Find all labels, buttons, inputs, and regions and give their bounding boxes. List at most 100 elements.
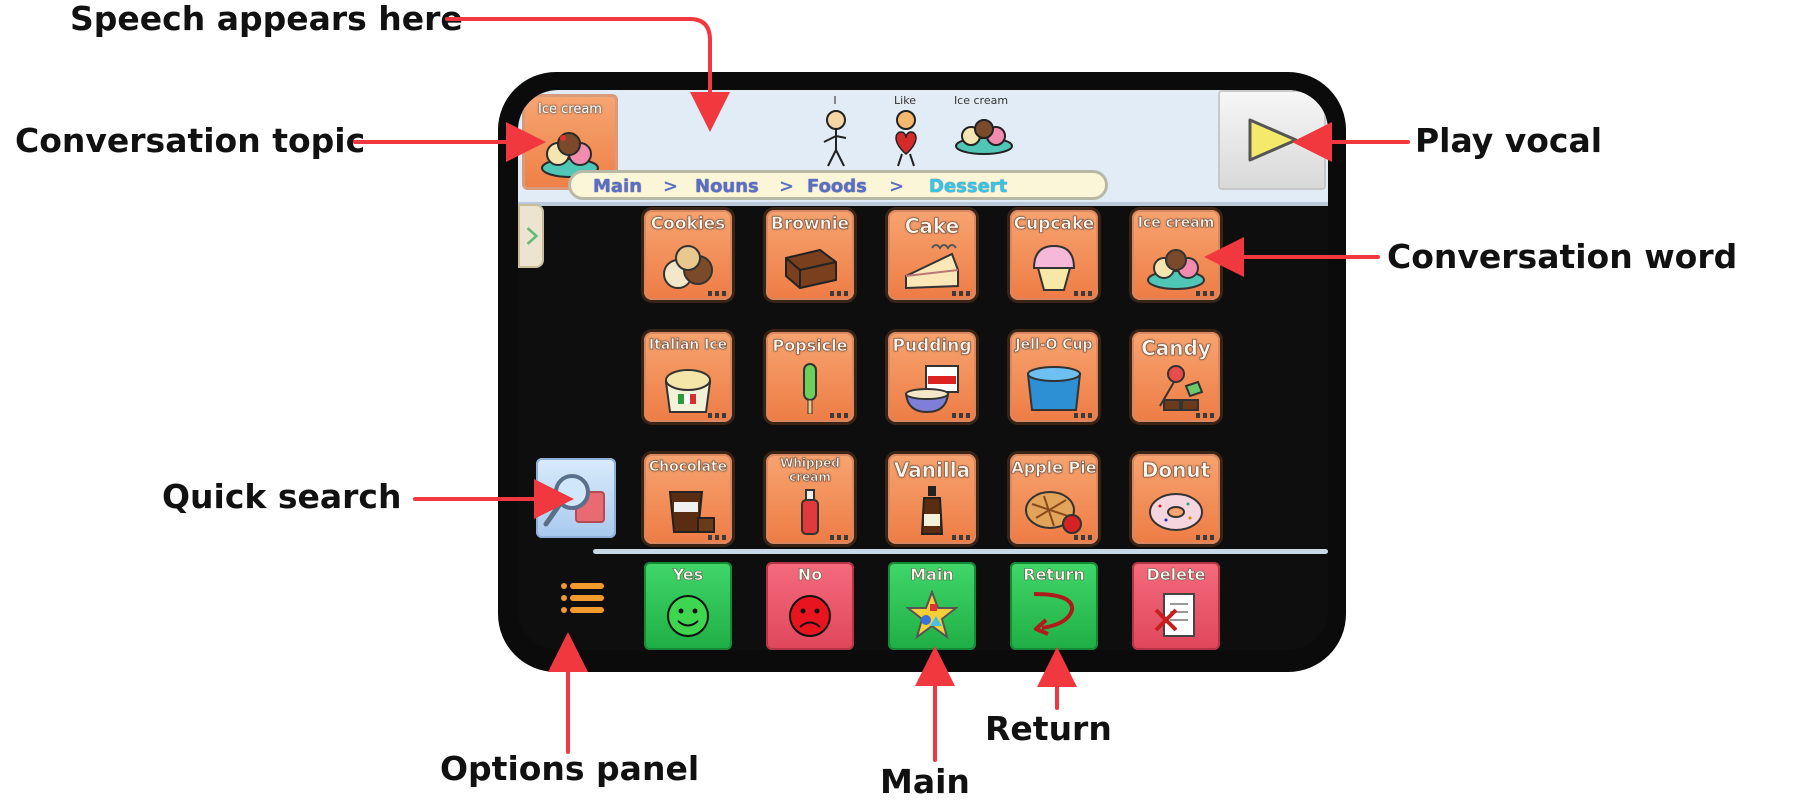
- breadcrumb-main[interactable]: Main: [593, 176, 643, 197]
- breadcrumb-separator: >: [779, 176, 795, 197]
- tile-label: No: [797, 565, 823, 584]
- candy-icon: [1159, 365, 1204, 411]
- jello-cup-icon: [1026, 366, 1082, 411]
- tile-label: Brownie: [770, 214, 850, 234]
- donut-icon: [1149, 493, 1203, 531]
- more-dots: [1196, 291, 1214, 296]
- word-tile-whipped-cream[interactable]: Whipped cream: [766, 454, 854, 544]
- chocolate-icon: [668, 491, 715, 533]
- whipped-cream-can-icon: [801, 489, 819, 535]
- italian-ice-icon: [664, 369, 712, 413]
- more-dots: [830, 535, 848, 540]
- more-dots: [952, 413, 970, 418]
- tile-label: Ice cream: [1137, 215, 1215, 231]
- person-i-icon: [823, 110, 847, 167]
- breadcrumb-separator: >: [889, 176, 905, 197]
- more-dots: [1074, 291, 1092, 296]
- tile-label: Candy: [1141, 336, 1211, 360]
- word-tile-cake[interactable]: Cake: [888, 210, 976, 300]
- smiley-happy-icon: [667, 595, 709, 637]
- delete-document-icon: [1154, 593, 1195, 637]
- word-tile-cookies[interactable]: Cookies: [644, 210, 732, 300]
- tile-label: Return: [1023, 565, 1085, 584]
- grid-divider: [593, 549, 1328, 554]
- breadcrumb-separator: >: [663, 176, 679, 197]
- main-button[interactable]: Main: [888, 562, 976, 650]
- return-button[interactable]: Return: [1010, 562, 1098, 650]
- callout-return: Return: [985, 709, 1112, 748]
- tile-label: Chocolate: [648, 459, 728, 475]
- callout-play: Play vocal: [1415, 121, 1603, 160]
- callout-quick-search: Quick search: [162, 477, 402, 516]
- word-tile-donut[interactable]: Donut: [1132, 454, 1220, 544]
- apple-pie-icon: [1025, 491, 1082, 534]
- ice-cream-icon: [955, 119, 1013, 155]
- tile-label: Donut: [1141, 458, 1211, 482]
- popsicle-icon: [803, 363, 817, 414]
- play-triangle-icon: [1248, 118, 1298, 162]
- side-panel-toggle[interactable]: [518, 204, 544, 268]
- topic-label: Ice cream: [538, 102, 602, 117]
- word-tile-candy[interactable]: Candy: [1132, 332, 1220, 422]
- more-dots: [1196, 413, 1214, 418]
- tile-label: Vanilla: [893, 458, 971, 482]
- vanilla-bottle-icon: [920, 486, 944, 535]
- ice-cream-icon: [541, 132, 599, 178]
- chevron-right-icon: [526, 227, 539, 245]
- more-dots: [830, 413, 848, 418]
- word-tile-vanilla[interactable]: Vanilla: [888, 454, 976, 544]
- app-screen: Ice cream I Like Ice cream: [518, 90, 1328, 650]
- speech-word: I: [833, 94, 837, 107]
- options-panel-button[interactable]: [558, 580, 606, 620]
- callout-main: Main: [880, 762, 970, 801]
- top-bar: Ice cream I Like Ice cream: [518, 90, 1328, 206]
- cookies-icon: [663, 245, 713, 289]
- word-tile-chocolate[interactable]: Chocolate: [644, 454, 732, 544]
- tile-label: Cupcake: [1013, 214, 1095, 234]
- callout-word: Conversation word: [1387, 237, 1738, 276]
- tile-label: Yes: [672, 565, 704, 584]
- callout-options: Options panel: [440, 749, 700, 788]
- breadcrumb: Main > Nouns > Foods > Dessert: [568, 170, 1108, 200]
- word-tile-pudding[interactable]: Pudding: [888, 332, 976, 422]
- tile-label: Italian Ice: [648, 337, 728, 353]
- return-arrow-icon: [1033, 592, 1075, 636]
- tile-label: Popsicle: [772, 336, 848, 355]
- speech-word: Like: [894, 94, 916, 107]
- word-tile-apple-pie[interactable]: Apple Pie: [1010, 454, 1098, 544]
- word-tile-italian-ice[interactable]: Italian Ice: [644, 332, 732, 422]
- more-dots: [1196, 535, 1214, 540]
- breadcrumb-foods[interactable]: Foods: [807, 176, 867, 197]
- cake-slice-icon: [905, 244, 959, 290]
- ice-cream-icon: [1147, 249, 1205, 290]
- tile-label: Jell-O Cup: [1015, 337, 1093, 353]
- word-tile-ice-cream[interactable]: Ice cream: [1132, 210, 1220, 300]
- callout-speech: Speech appears here: [70, 0, 463, 38]
- more-dots: [708, 413, 726, 418]
- word-tile-cupcake[interactable]: Cupcake: [1010, 210, 1098, 300]
- tile-label: Cake: [904, 214, 960, 238]
- tile-label: Delete: [1146, 565, 1206, 584]
- word-tile-brownie[interactable]: Brownie: [766, 210, 854, 300]
- quick-search-button[interactable]: [536, 458, 616, 538]
- word-tile-jell-o-cup[interactable]: Jell-O Cup: [1010, 332, 1098, 422]
- yes-button[interactable]: Yes: [644, 562, 732, 650]
- tile-label: Pudding: [892, 336, 972, 356]
- options-list-icon: [561, 583, 604, 613]
- speech-word: Ice cream: [953, 94, 1009, 107]
- star-home-icon: [906, 590, 958, 640]
- word-tile-popsicle[interactable]: Popsicle: [766, 332, 854, 422]
- callout-topic: Conversation topic: [15, 121, 366, 160]
- pudding-icon: [904, 365, 959, 414]
- breadcrumb-nouns[interactable]: Nouns: [695, 176, 759, 197]
- person-like-heart-icon: [895, 110, 917, 167]
- tile-label: Apple Pie: [1011, 458, 1097, 477]
- breadcrumb-dessert[interactable]: Dessert: [929, 176, 1008, 197]
- cupcake-icon: [1032, 244, 1076, 291]
- play-vocal-button[interactable]: [1218, 90, 1326, 190]
- delete-button[interactable]: Delete: [1132, 562, 1220, 650]
- more-dots: [1074, 413, 1092, 418]
- tile-label: Main: [910, 565, 954, 584]
- no-button[interactable]: No: [766, 562, 854, 650]
- more-dots: [952, 535, 970, 540]
